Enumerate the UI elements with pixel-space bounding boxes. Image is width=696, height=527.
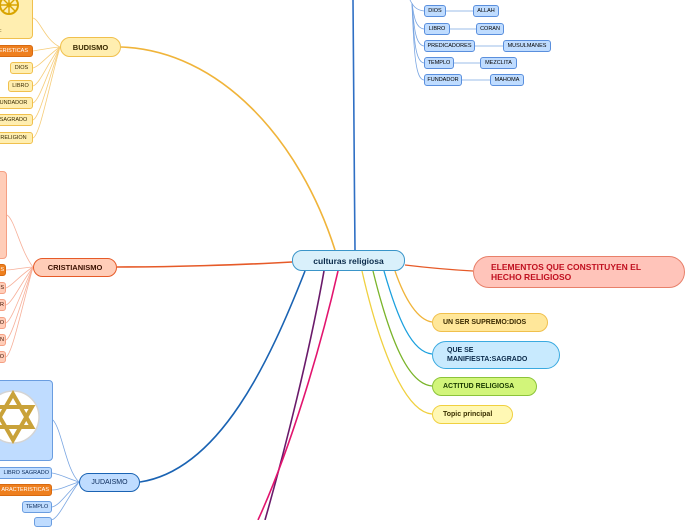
- ser-supremo-topic[interactable]: UN SER SUPREMO:DIOS: [432, 313, 548, 332]
- branch-line-purple: [264, 270, 325, 520]
- budismo-item-fundador[interactable]: UNDADOR: [0, 97, 33, 109]
- budismo-item-caracteristicas[interactable]: ERISTICAS: [0, 45, 33, 57]
- branch-line-judaismo: [139, 270, 306, 483]
- islam-item-dios[interactable]: DIOS: [424, 5, 446, 17]
- elementos-topic[interactable]: ELEMENTOS QUE CONSTITUYEN EL HECHO RELIG…: [473, 256, 685, 288]
- manifiesta-topic-label: QUE SE MANIFIESTA:SAGRADO: [447, 347, 528, 363]
- judaismo-image-card: [0, 380, 53, 461]
- cristianismo-item-2[interactable]: S: [0, 282, 6, 294]
- budismo-sub-lines: [32, 17, 61, 139]
- budismo-image-card: c: [0, 0, 33, 39]
- islam-sub-lines: [409, 0, 503, 81]
- islam-item-predicadores[interactable]: PREDICADORES: [424, 40, 475, 52]
- cristianismo-item-3[interactable]: R: [0, 299, 6, 311]
- cristianismo-item-5[interactable]: N: [0, 334, 6, 346]
- cristianismo-item-1[interactable]: S: [0, 264, 6, 276]
- topic-principal[interactable]: Topic principal: [432, 405, 513, 424]
- branch-line-ser-supremo: [394, 270, 433, 323]
- islam-value-mezclita[interactable]: MEZCLITA: [480, 57, 517, 69]
- budismo-item-dios[interactable]: DIOS: [10, 62, 33, 74]
- judaismo-item-next[interactable]: [34, 517, 52, 527]
- islam-item-fundador[interactable]: FUNDADOR: [424, 74, 462, 86]
- judaismo-topic[interactable]: JUDAISMO: [79, 473, 140, 492]
- elementos-topic-label: ELEMENTOS QUE CONSTITUYEN EL HECHO RELIG…: [491, 262, 641, 282]
- islam-value-musulmanes[interactable]: MUSULMANES: [503, 40, 551, 52]
- cristianismo-item-6[interactable]: O: [0, 351, 6, 363]
- budismo-topic[interactable]: BUDISMO: [60, 37, 121, 57]
- islam-value-allah[interactable]: ALLAH: [473, 5, 499, 17]
- judaismo-item-templo[interactable]: TEMPLO: [22, 501, 52, 513]
- islam-item-templo[interactable]: TEMPLO: [424, 57, 454, 69]
- cristianismo-sub-lines: [5, 214, 34, 358]
- judaismo-sub-lines: [51, 419, 80, 520]
- branch-line-islam: [352, 0, 356, 251]
- judaismo-item-libro-sagrado[interactable]: LIBRO SAGRADO: [0, 467, 52, 479]
- actitud-topic[interactable]: ACTITUD RELIGIOSA: [432, 377, 537, 396]
- manifiesta-topic[interactable]: QUE SE MANIFIESTA:SAGRADO: [432, 341, 560, 369]
- budismo-item-sagrado[interactable]: SAGRADO: [0, 114, 33, 126]
- branch-line-actitud: [372, 270, 433, 387]
- dharma-wheel-icon: [0, 0, 19, 15]
- judaismo-item-caracteristicas[interactable]: ARACTERISTICAS: [0, 484, 52, 496]
- branch-line-topic: [361, 270, 433, 415]
- branch-line-budismo: [119, 46, 336, 251]
- islam-value-mahoma[interactable]: MAHOMA: [490, 74, 524, 86]
- islam-item-libro[interactable]: LIBRO: [424, 23, 450, 35]
- cristianismo-topic[interactable]: CRISTIANISMO: [33, 258, 117, 277]
- islam-value-coran[interactable]: CORAN: [476, 23, 504, 35]
- branch-line-cristianismo: [116, 261, 293, 268]
- central-topic[interactable]: culturas religiosa: [292, 250, 405, 271]
- star-of-david-icon: [0, 389, 40, 445]
- branch-line-elementos: [404, 264, 474, 272]
- budismo-item-religion[interactable]: RELIGION: [0, 132, 33, 144]
- budismo-item-libro[interactable]: LIBRO: [8, 80, 33, 92]
- cristianismo-image-card: [0, 171, 7, 259]
- branch-line-pink: [257, 270, 339, 520]
- budismo-image-caption: c: [0, 28, 2, 34]
- cristianismo-item-4[interactable]: O: [0, 317, 6, 329]
- branch-line-manifiesta: [383, 270, 433, 355]
